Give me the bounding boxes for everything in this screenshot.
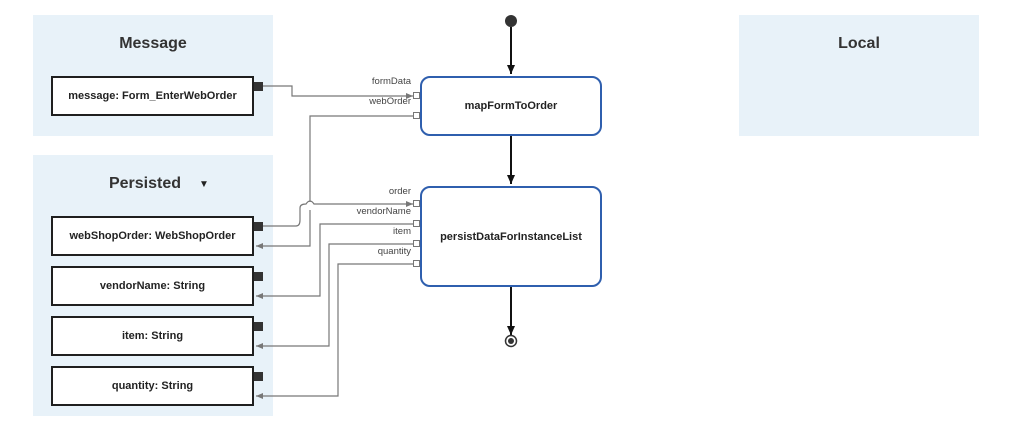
wire-vendorname [256,223,413,299]
wire-message-to-formdata [262,85,413,99]
port-vendorname[interactable] [413,220,420,227]
persisted-panel-title[interactable]: Persisted [108,175,182,192]
variable-webshoporder[interactable]: webShopOrder: WebShopOrder [51,216,254,256]
variable-vendorname[interactable]: vendorName: String [51,266,254,306]
start-node-icon [505,15,517,27]
wire-weborder-to-webshoporder [256,115,413,246]
variable-item-label: item: String [121,330,184,342]
end-node-icon [504,334,518,348]
variable-quantity-label: quantity: String [111,380,194,392]
port-label-order: order [388,186,411,197]
variable-message-port[interactable] [254,82,263,91]
port-weborder[interactable] [413,112,420,119]
port-label-weborder: webOrder [369,96,411,107]
wire-item [256,243,413,349]
caret-down-icon[interactable]: ▼ [199,179,209,190]
node-persist-data[interactable]: persistDataForInstanceList [420,186,602,287]
wire-webshoporder-to-order [262,200,413,227]
variable-webshoporder-label: webShopOrder: WebShopOrder [69,230,236,242]
node-map-form-to-order[interactable]: mapFormToOrder [420,76,602,136]
node-map-form-to-order-label: mapFormToOrder [464,100,558,112]
port-formdata[interactable] [413,92,420,99]
variable-vendorname-port[interactable] [254,272,263,281]
variable-vendorname-label: vendorName: String [99,280,206,292]
port-item[interactable] [413,240,420,247]
port-label-formdata: formData [371,76,411,87]
variable-message[interactable]: message: Form_EnterWebOrder [51,76,254,116]
variable-message-label: message: Form_EnterWebOrder [68,90,237,102]
local-panel: Local [739,15,979,136]
port-label-quantity: quantity [377,246,411,257]
variable-quantity-port[interactable] [254,372,263,381]
port-quantity[interactable] [413,260,420,267]
port-label-vendorname: vendorName [356,206,411,217]
message-panel-title: Message [119,35,187,52]
node-persist-data-label: persistDataForInstanceList [440,230,582,243]
wire-quantity [256,263,413,399]
port-order[interactable] [413,200,420,207]
variable-item[interactable]: item: String [51,316,254,356]
variable-quantity[interactable]: quantity: String [51,366,254,406]
port-label-item: item [393,226,411,237]
variable-webshoporder-port[interactable] [254,222,263,231]
local-panel-title: Local [838,35,880,52]
variable-item-port[interactable] [254,322,263,331]
